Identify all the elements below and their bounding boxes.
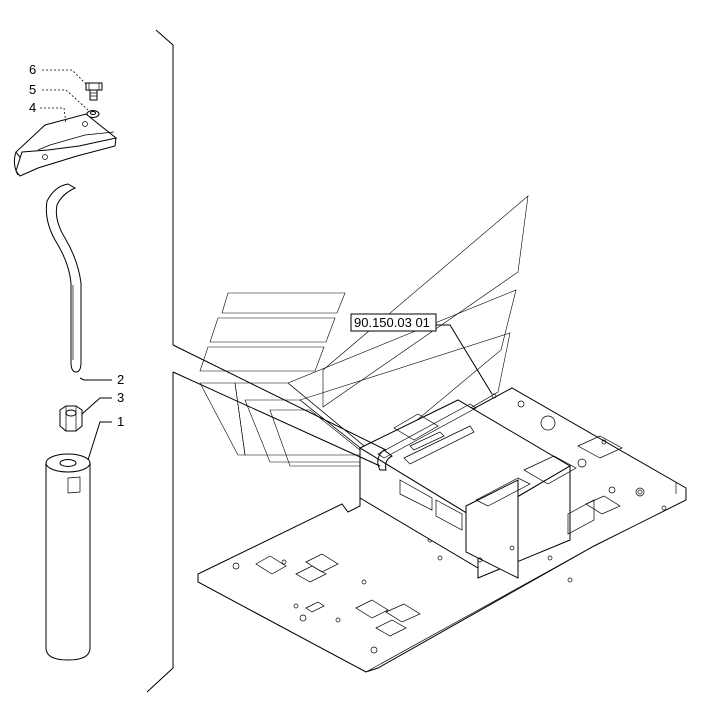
callout-5: 5 <box>29 82 36 97</box>
leader-5 <box>42 89 89 111</box>
reference-label[interactable]: 90.150.03 01 <box>354 315 430 330</box>
leader-1 <box>87 421 112 461</box>
leader-4 <box>40 107 67 125</box>
callout-4: 4 <box>29 100 36 115</box>
section-divider-lower <box>146 372 174 693</box>
leader-3 <box>81 397 112 415</box>
callout-3: 3 <box>117 390 124 405</box>
leader-2 <box>79 377 112 381</box>
callout-1: 1 <box>117 414 124 429</box>
tube-part-1[interactable] <box>45 453 91 661</box>
reference-box <box>350 313 437 332</box>
bracket-part-4[interactable] <box>13 113 117 177</box>
sight-line-upper <box>172 344 387 451</box>
sight-line-lower <box>172 371 381 467</box>
washer-part-5[interactable] <box>86 110 100 118</box>
section-divider-upper <box>155 29 174 345</box>
bolt-part-6[interactable] <box>85 82 103 101</box>
callout-6: 6 <box>29 62 36 77</box>
leader-6 <box>42 69 87 85</box>
callout-2: 2 <box>117 372 124 387</box>
leader-reference <box>436 324 493 395</box>
nut-part-3[interactable] <box>59 405 83 432</box>
box-assembly[interactable] <box>358 399 595 579</box>
rod-part-2[interactable] <box>45 183 82 373</box>
